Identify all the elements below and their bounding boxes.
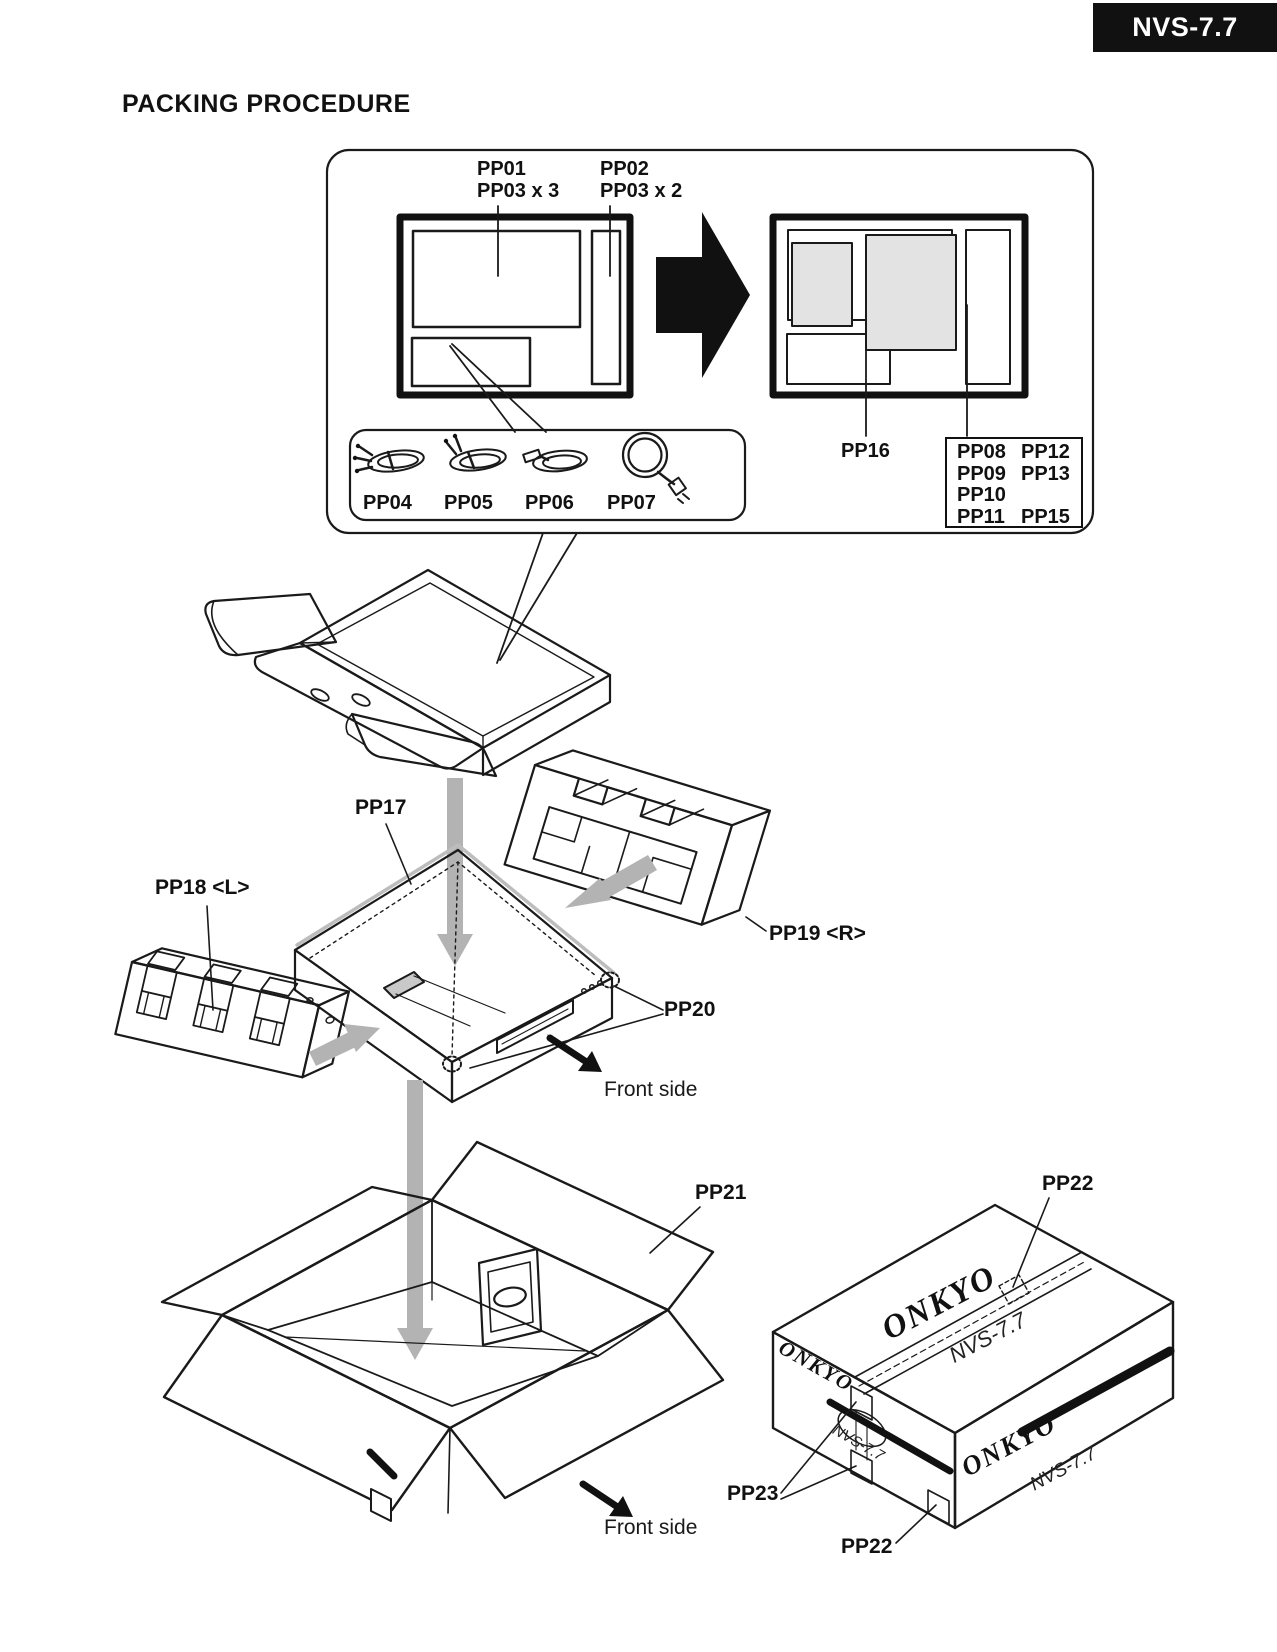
front-side-label-2: Front side	[604, 1516, 698, 1539]
pp19-leader	[745, 916, 767, 932]
handle-cutout-plate	[477, 1247, 543, 1347]
pp17-leader	[385, 823, 412, 885]
pp01-label: PP01 PP03 x 3	[477, 158, 559, 202]
pp21-leader	[649, 1206, 701, 1254]
carton-right-model: NVS-7.7	[1027, 1442, 1102, 1495]
pp22-bottom-label: PP22	[841, 1535, 893, 1558]
part-code: PP15	[1021, 505, 1070, 528]
brand-stripe-right	[1017, 1346, 1175, 1437]
pp23-leaders	[780, 1401, 857, 1500]
pp07-label: PP07	[607, 492, 656, 514]
part-code: PP09	[957, 462, 1006, 485]
part-code: PP12	[1021, 441, 1070, 463]
top-seam-tape	[854, 1251, 1092, 1395]
pp23-label: PP23	[727, 1482, 779, 1505]
pp20-corner-pad	[600, 971, 620, 989]
gray-down-arrow-2	[397, 1080, 433, 1360]
model-badge: NVS-7.7	[1093, 3, 1277, 52]
top-panel-diagram	[325, 148, 1095, 535]
pp18-foam-drawing	[114, 947, 351, 1079]
parts-row: PP11 PP15	[957, 505, 1081, 529]
pp04-label: PP04	[363, 492, 412, 514]
leader-lines	[206, 823, 1050, 1544]
pp21-label: PP21	[695, 1181, 747, 1204]
page-title: PACKING PROCEDURE	[122, 90, 411, 118]
transform-arrow	[656, 212, 750, 378]
pp23-tape-bottom	[850, 1449, 873, 1485]
closed-carton-drawing	[771, 1203, 1175, 1530]
part-code: PP13	[1021, 462, 1070, 485]
front-side-label-1: Front side	[604, 1078, 698, 1101]
power-cord-icon	[621, 431, 690, 504]
pp16-label: PP16	[841, 440, 890, 462]
av-cable-icon	[352, 443, 425, 474]
pp19-insert-arrow	[565, 855, 657, 908]
carton-black-stripe	[366, 1448, 398, 1480]
pp19-label: PP19 <R>	[769, 922, 866, 945]
audio-cable-icon	[443, 433, 507, 472]
pp19-foam-drawing	[503, 749, 772, 926]
parts-row: PP08 PP12	[957, 441, 1081, 464]
gray-down-arrow-1	[437, 778, 473, 966]
packing-parts-list-box: PP08 PP12 PP09 PP13 PP10 PP11 PP15	[945, 437, 1083, 528]
disc-tray-slot	[496, 999, 574, 1054]
tray-lid-drawing	[204, 568, 612, 778]
accessories-callout-wedge	[449, 343, 547, 433]
part-code: PP08	[957, 441, 1006, 463]
pp22-bottom-tape	[927, 1489, 950, 1525]
pp02-line1: PP02	[600, 158, 649, 180]
parts-row: PP09 PP13	[957, 462, 1081, 486]
bag-tape-strip	[383, 971, 425, 999]
open-carton-drawing	[160, 1140, 725, 1522]
device-pp17-drawing	[293, 843, 620, 1104]
tray-top-view-after	[769, 213, 1029, 437]
parts-row: PP10	[957, 484, 1081, 507]
tray-top-view-before	[396, 205, 634, 433]
pp05-label: PP05	[444, 492, 493, 514]
pp17-label: PP17	[355, 796, 407, 819]
front-side-arrow-2	[579, 1480, 633, 1517]
pp22-top-label: PP22	[1042, 1172, 1094, 1195]
pp23-tape-top	[850, 1385, 873, 1421]
carton-left-brand: ONKYO	[775, 1335, 858, 1396]
pp18-label: PP18 <L>	[155, 876, 250, 899]
part-code: PP11	[957, 505, 1005, 528]
pp01-line2: PP03 x 3	[477, 180, 560, 202]
carton-hand-hole	[370, 1488, 392, 1522]
pp20-leaders	[469, 985, 664, 1069]
cable-icon	[522, 448, 588, 473]
pp22-top-leader	[1012, 1197, 1050, 1288]
pp18-insert-arrow	[309, 1024, 380, 1066]
front-side-arrow-1	[546, 1034, 602, 1072]
pp22-tape-marker	[998, 1274, 1030, 1305]
part-code: PP10	[957, 484, 1006, 506]
pp20-label: PP20	[664, 998, 716, 1021]
pp20-corner-pad	[442, 1055, 462, 1073]
pp02-line2: PP03 x 2	[600, 180, 683, 202]
pp01-line1: PP01	[477, 158, 526, 180]
pp02-label: PP02 PP03 x 2	[600, 158, 682, 202]
pp06-label: PP06	[525, 492, 574, 514]
carton-left-face-details	[826, 1385, 954, 1525]
brand-stripe-left	[826, 1398, 954, 1475]
pp18-leader	[206, 905, 214, 1011]
pp22-bottom-leader	[895, 1504, 937, 1544]
tray-callout-wedge	[496, 532, 578, 664]
carton-top-model: NVS-7.7	[945, 1307, 1031, 1368]
cables-callout	[348, 428, 747, 522]
